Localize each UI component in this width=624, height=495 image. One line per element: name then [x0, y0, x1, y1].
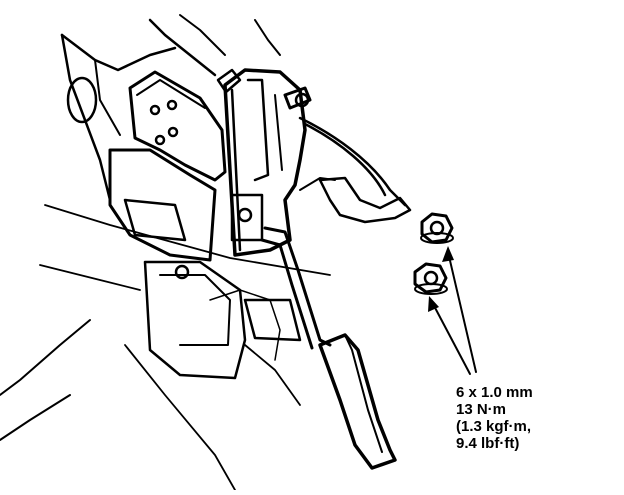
flange-nut-upper: [420, 212, 454, 244]
accelerator-pedal: [260, 226, 397, 470]
flange-nut-lower: [413, 262, 448, 295]
torque-kgfm-text: (1.3 kgf·m,: [456, 418, 532, 435]
bracket-plate: [128, 70, 227, 182]
throttle-cable: [298, 116, 412, 224]
torque-nm-text: 13 N·m: [456, 401, 507, 418]
lower-panel: [108, 148, 302, 380]
arrowhead-lower: [428, 296, 439, 312]
bolt-size-text: 6 x 1.0 mm: [456, 384, 533, 401]
arrowhead-upper: [442, 246, 454, 262]
torque-lbfft-text: 9.4 lbf·ft): [456, 435, 520, 452]
torque-spec-label: 6 x 1.0 mm 13 N·m (1.3 kgf·m, 9.4 lbf·ft…: [456, 384, 533, 452]
pedal-bracket: [216, 68, 312, 257]
leader-arrows: [428, 246, 477, 375]
